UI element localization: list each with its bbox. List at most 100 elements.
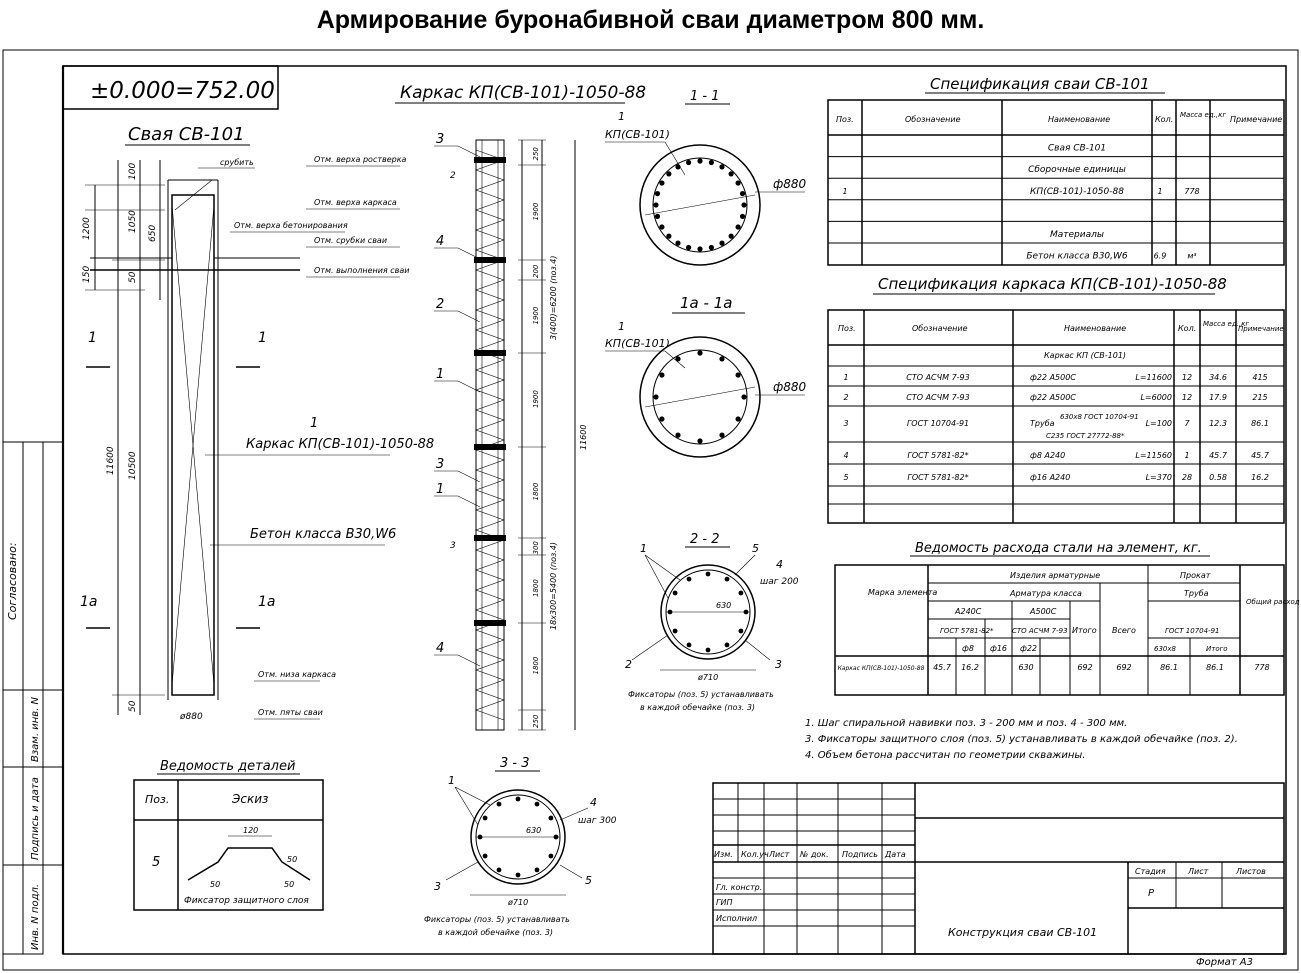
steel-cell: 630 xyxy=(1018,663,1033,672)
steel-h-gost3: ГОСТ 10704-91 xyxy=(1165,627,1220,635)
details-title: Ведомость деталей xyxy=(160,759,295,774)
spec-pile-cell: 1 xyxy=(842,187,847,196)
rebar-dot xyxy=(482,815,488,821)
cage-hoop xyxy=(474,444,506,450)
cage-dim-label: 250 xyxy=(532,147,540,161)
rebar-dot xyxy=(708,244,714,251)
spec-cage-cell: 3 xyxy=(843,419,848,428)
steel-cell: 778 xyxy=(1254,663,1269,672)
stamp-stage-h: Стадия xyxy=(1135,867,1166,876)
cage-hoop xyxy=(474,350,506,356)
cage-hoop xyxy=(474,535,506,541)
spec-cage-cell: 12.3 xyxy=(1209,419,1227,428)
spec-cage-cell: 34.6 xyxy=(1209,373,1227,382)
rebar-dot xyxy=(686,576,692,582)
side-approval-strip: Согласовано: Взам. инв. N Подпись и дата… xyxy=(2,441,63,955)
stamp-col-doc: № док. xyxy=(799,850,829,859)
rebar-dot xyxy=(675,356,681,362)
rebar-dot xyxy=(534,867,540,873)
spec-cage-cell: 2 xyxy=(843,393,848,402)
spec-pile-cell: Бетон класса В30,W6 xyxy=(1026,252,1128,262)
spec-cage-cell: 28 xyxy=(1182,473,1192,482)
spec-cage-table: Спецификация каркаса КП(СВ-101)-1050-88 … xyxy=(827,275,1285,524)
rebar-dot xyxy=(659,224,665,230)
cage-pos-label: 3 xyxy=(436,132,444,147)
spec-pile-cell: Материалы xyxy=(1050,230,1104,240)
spec-cage-cell: СТО АСЧМ 7-93 xyxy=(906,393,969,402)
dim-650: 650 xyxy=(148,225,158,242)
spec-cage-cell: 16.2 xyxy=(1251,473,1269,482)
notes: 1. Шаг спиральной навивки поз. 3 - 200 м… xyxy=(805,718,1238,761)
rebar-dot xyxy=(654,191,661,197)
inv-podl-label: Инв. N подл. xyxy=(30,884,41,950)
rebar-dot xyxy=(735,180,741,186)
s22-num3: 3 xyxy=(775,658,782,671)
spec-cage-cell: 630х8 ГОСТ 10704-91 xyxy=(1060,413,1139,421)
rebar-dot xyxy=(515,796,521,802)
steel-h-f16: ф16 xyxy=(990,644,1007,653)
rebar-dot xyxy=(496,867,502,873)
note-3: 4. Объем бетона рассчитан по геометрии с… xyxy=(805,749,1085,761)
concrete-label: Бетон класса В30,W6 xyxy=(250,527,396,542)
cage-pos-leader xyxy=(457,495,481,508)
cage-dim-label: 1900 xyxy=(532,390,540,408)
s1a-callout: КП(СВ-101) xyxy=(605,337,670,350)
spec-cage-cell: 12 xyxy=(1182,373,1192,382)
mark-pile-cut: Отм. срубки сваи xyxy=(314,236,387,245)
title-block: Изм. Кол.уч Лист № док. Подпись Дата Гл.… xyxy=(712,782,1285,968)
rebar-dot xyxy=(672,628,678,634)
cage-pos-leader xyxy=(457,247,481,260)
rebar-dot xyxy=(719,432,725,438)
steel-cell: 86.1 xyxy=(1206,663,1224,672)
cage-hoop xyxy=(474,257,506,263)
spec-pile-cell: Сборочные единицы xyxy=(1028,165,1126,175)
spec-cage-cell: 0.58 xyxy=(1209,473,1227,482)
pile-callout-num: 1 xyxy=(310,416,318,431)
details-caption: Фиксатор защитного слоя xyxy=(184,896,309,906)
rebar-dot xyxy=(515,872,521,878)
stamp-format: Формат А3 xyxy=(1196,957,1253,968)
note-1: 1. Шаг спиральной навивки поз. 3 - 200 м… xyxy=(805,718,1127,729)
rebar-dot xyxy=(735,372,741,378)
s22-num2: 2 xyxy=(625,658,632,671)
cage-pos-label: 1 xyxy=(436,367,444,382)
steel-cell: 86.1 xyxy=(1160,663,1178,672)
section-3-3-label: 3 - 3 xyxy=(500,756,530,771)
section-1-1-bars xyxy=(653,158,747,252)
dim-150: 150 xyxy=(82,266,92,283)
spec-cage-cell: 45.7 xyxy=(1209,451,1228,460)
s1a-num: 1 xyxy=(618,320,625,333)
spec-pile-cell: Свая СВ-101 xyxy=(1048,144,1106,154)
spec-cage-cell: 12 xyxy=(1182,393,1192,402)
rebar-dot xyxy=(728,171,734,177)
details-dim-l1: 50 xyxy=(210,880,220,889)
rebar-dot xyxy=(697,350,703,356)
stamp-name: Конструкция сваи СВ-101 xyxy=(948,926,1097,939)
spec-cage-cell: 1 xyxy=(843,373,848,382)
spec-cage-cell: 4 xyxy=(843,451,848,460)
rebar-dot xyxy=(705,571,711,577)
steel-h-630: 630х8 xyxy=(1154,645,1177,653)
steel-h-mark: Марка элемента xyxy=(868,588,937,597)
level-mark-text: ±0.000=752.00 xyxy=(90,78,275,104)
steel-h-gost2: СТО АСЧМ 7-93 xyxy=(1012,627,1068,635)
rebar-dot xyxy=(686,159,692,166)
cage-dim-label: 1800 xyxy=(532,482,540,500)
spec-cage-cell: ф22 А500С xyxy=(1030,393,1076,402)
rebar-dot xyxy=(708,159,714,166)
sc-h-name: Наименование xyxy=(1064,324,1126,333)
section-mark-1-left: 1 xyxy=(88,330,97,346)
cage-spiral-line xyxy=(475,149,505,721)
cage-dim-label: 1800 xyxy=(532,656,540,674)
cage-pos-leader xyxy=(457,310,481,323)
s33-note2: в каждой обечайке (поз. 3) xyxy=(438,928,553,937)
spec-cage-title: Спецификация каркаса КП(СВ-101)-1050-88 xyxy=(878,275,1227,293)
spec-cage-cell: ГОСТ 5781-82* xyxy=(907,451,968,460)
cage-hoops xyxy=(474,157,506,626)
spec-cage-cell: 86.1 xyxy=(1251,419,1269,428)
spec-cage-cell: 5 xyxy=(843,473,848,482)
spec-cage-cell: L=11560 xyxy=(1135,451,1172,460)
pile-callout-text: Каркас КП(СВ-101)-1050-88 xyxy=(246,437,434,452)
rebar-dot xyxy=(724,576,730,582)
dim-11600: 11600 xyxy=(106,446,116,475)
